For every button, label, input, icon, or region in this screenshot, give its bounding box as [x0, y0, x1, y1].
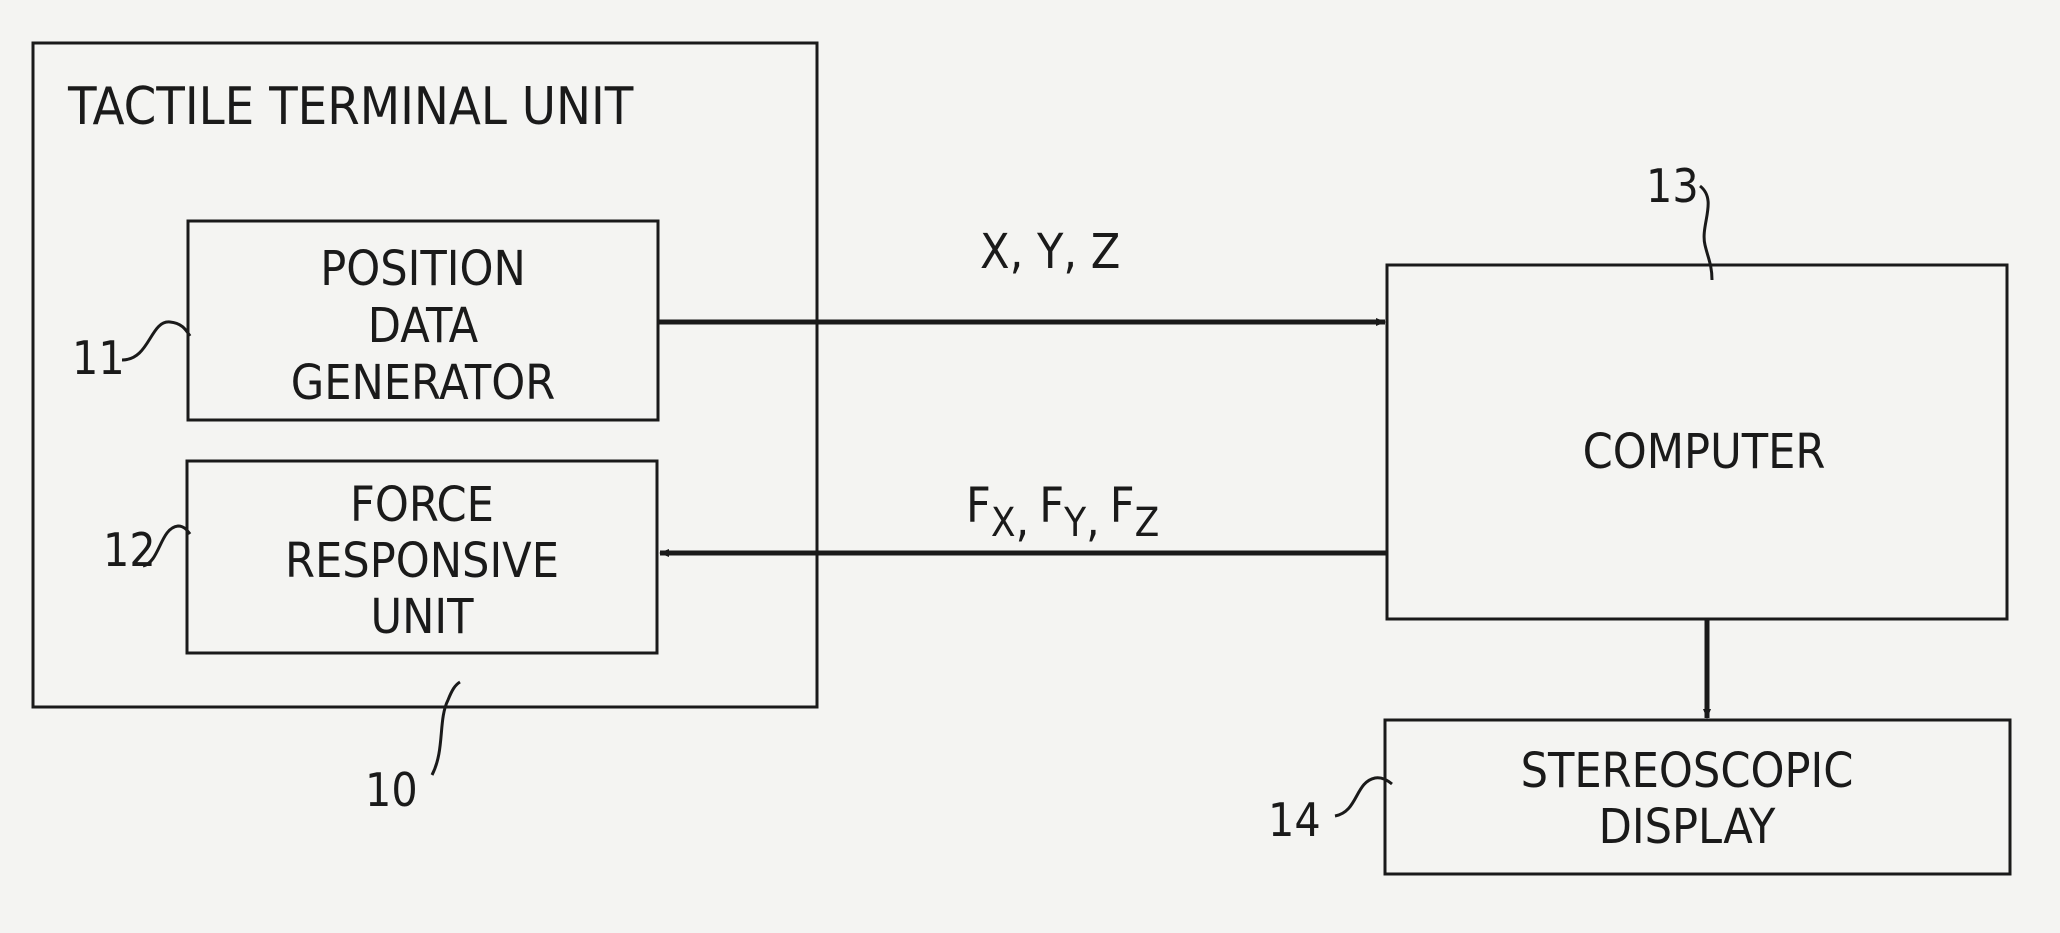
force-label-line1: FORCE: [350, 477, 494, 533]
fx-f: F: [966, 478, 991, 534]
stereoscopic-display-box: [1383, 718, 2012, 876]
xyz-signal-label: X, Y, Z: [980, 224, 1120, 280]
ref-14: 14: [1268, 793, 1321, 847]
position-label-line2: DATA: [368, 298, 479, 354]
tactile-terminal-unit-box: [31, 41, 819, 709]
display-label-line1: STEREOSCOPIC: [1521, 743, 1854, 799]
fz-sub: Z: [1135, 500, 1160, 546]
ref-10: 10: [365, 763, 418, 817]
position-label-line1: POSITION: [320, 241, 526, 297]
ref-11: 11: [72, 331, 125, 385]
sep1: ,: [1016, 492, 1030, 548]
tactile-terminal-unit-title: TACTILE TERMINAL UNIT: [67, 77, 634, 137]
leader-12: [142, 524, 192, 568]
computer-label: COMPUTER: [1583, 424, 1826, 480]
position-label-line3: GENERATOR: [291, 355, 556, 411]
force-label-line3: UNIT: [370, 589, 474, 645]
force-label-line2: RESPONSIVE: [285, 533, 559, 589]
fz-f: F: [1110, 478, 1135, 534]
leader-13: [1698, 184, 1714, 281]
display-label-line2: DISPLAY: [1599, 799, 1776, 855]
leader-14: [1334, 776, 1393, 818]
force-responsive-unit-box: [185, 459, 659, 655]
force-signal-label: FX,FY,FZ: [966, 478, 1159, 548]
leader-11: [121, 320, 192, 362]
leader-10: [430, 680, 461, 776]
fy-sub: Y: [1063, 500, 1087, 546]
fx-sub: X: [991, 500, 1016, 546]
computer-box: [1385, 263, 2009, 621]
sep2: ,: [1086, 492, 1100, 548]
ref-12: 12: [103, 523, 156, 577]
ref-13: 13: [1646, 159, 1699, 213]
fy-f: F: [1039, 478, 1064, 534]
